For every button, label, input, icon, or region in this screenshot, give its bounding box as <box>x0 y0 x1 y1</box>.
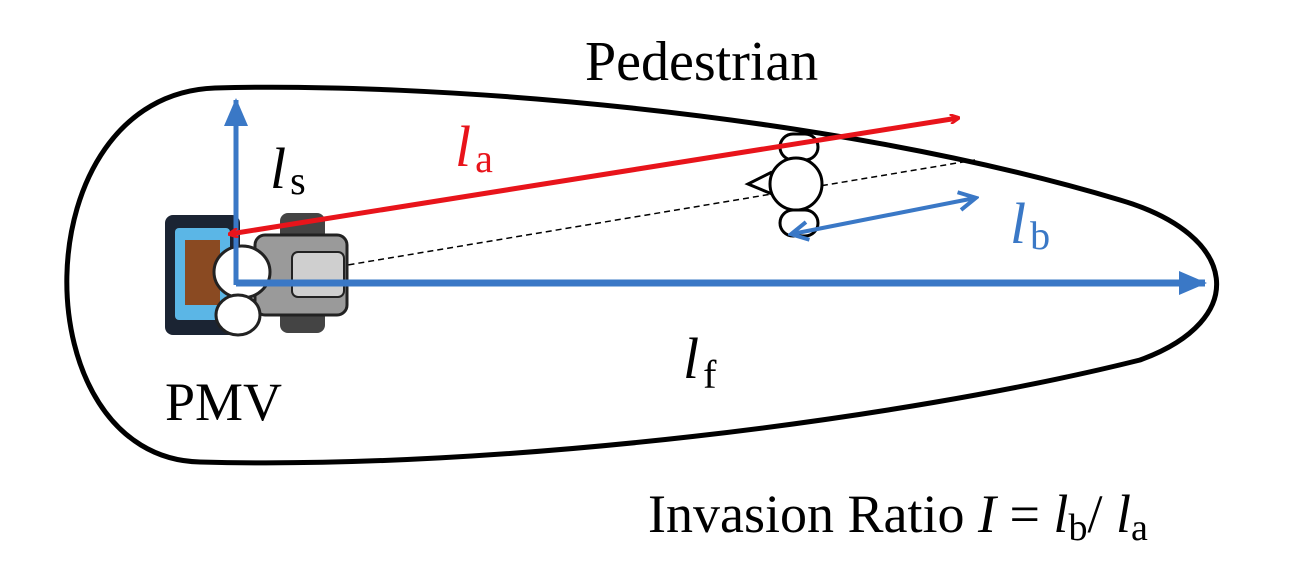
lb-arrow <box>792 198 975 234</box>
ls-label-sub: s <box>290 158 306 203</box>
lb-label-main: l <box>1010 191 1026 256</box>
pmv-label: PMV <box>165 372 282 432</box>
formula-lb-main: l <box>1053 484 1068 544</box>
lf-label-main: l <box>683 326 699 391</box>
la-arrow <box>230 118 958 234</box>
pmv-vehicle-icon <box>165 213 349 337</box>
pedestrian-nose <box>744 170 773 196</box>
pmv-rider-head <box>212 244 272 300</box>
lf-label-sub: f <box>703 352 717 397</box>
formula-la-sub: a <box>1131 507 1148 549</box>
formula-slash: / <box>1087 484 1116 544</box>
pedestrian-head <box>768 156 824 212</box>
la-label-main: l <box>455 114 471 179</box>
pmv-rider-shoulder <box>214 293 262 337</box>
formula-I: I <box>977 484 999 544</box>
pmv-handle <box>291 251 345 298</box>
invasion-ratio-formula: Invasion Ratio I = lb/ la <box>648 484 1148 549</box>
formula-prefix: Invasion Ratio <box>648 484 978 544</box>
formula-la-main: l <box>1116 484 1131 544</box>
la-label-sub: a <box>475 136 493 181</box>
ls-label-main: l <box>270 136 286 201</box>
formula-equals: = <box>996 484 1053 544</box>
lb-label-sub: b <box>1030 213 1050 258</box>
formula-lb-sub: b <box>1068 507 1087 549</box>
pedestrian-label: Pedestrian <box>585 31 818 93</box>
